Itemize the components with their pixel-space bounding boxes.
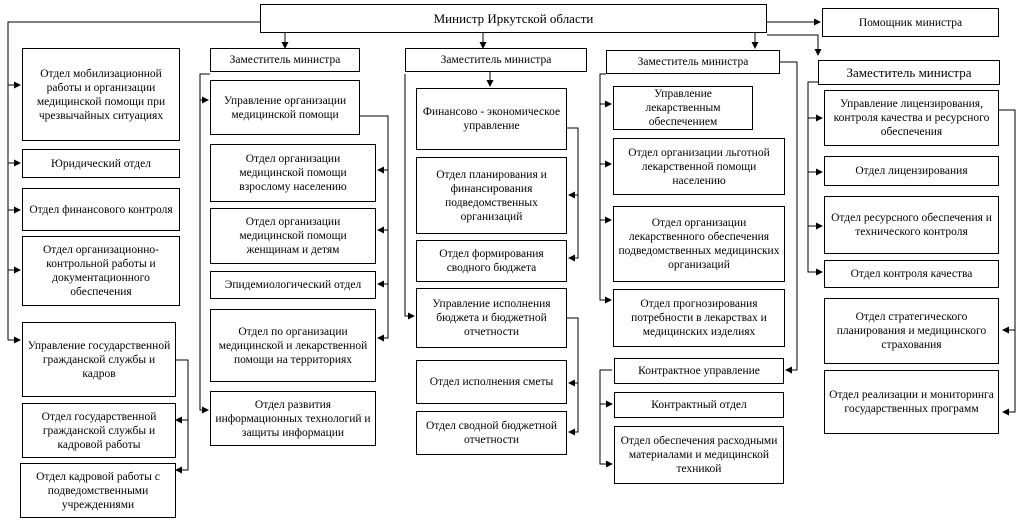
unit-box: Отдел развития информационных технологий… — [210, 391, 376, 446]
unit-box: Отдел организации лекарственного обеспеч… — [613, 206, 785, 282]
deputy-box: Заместитель министра — [818, 60, 1000, 85]
unit-label: Отдел реализации и мониторинга государст… — [829, 389, 994, 415]
unit-label: Отдел организации льготной лекарственной… — [628, 146, 770, 187]
unit-label: Отдел организации лекарственного обеспеч… — [618, 217, 780, 271]
unit-label: Отдел сводной бюджетной отчетности — [425, 420, 558, 446]
unit-box: Отдел организации медицинской помощи жен… — [210, 208, 376, 264]
unit-box: Отдел финансового контроля — [22, 188, 180, 231]
unit-box: Отдел формирования сводного бюджета — [416, 240, 567, 282]
unit-label: Контрактный отдел — [651, 399, 747, 411]
unit-box: Управление организации медицинской помощ… — [210, 80, 360, 135]
unit-box: Отдел организационно-контрольной работы … — [22, 236, 180, 306]
unit-box: Управление государственной гражданской с… — [22, 322, 176, 397]
unit-box: Отдел реализации и мониторинга государст… — [824, 370, 999, 434]
deputy-box: Заместитель министра — [606, 50, 780, 74]
unit-label: Юридический отдел — [51, 157, 151, 170]
deputy-box: Заместитель министра — [210, 48, 360, 72]
unit-label: Отдел прогнозирования потребности в лека… — [631, 298, 767, 338]
unit-box: Отдел сводной бюджетной отчетности — [416, 411, 567, 455]
unit-label: Управление государственной гражданской с… — [27, 339, 171, 380]
unit-label: Отдел организации медицинской помощи жен… — [239, 216, 347, 256]
deputy-label: Заместитель министра — [637, 56, 749, 68]
unit-label: Отдел контроля качества — [850, 268, 973, 280]
unit-box: Отдел мобилизационной работы и организац… — [22, 48, 180, 141]
unit-label: Отдел по организации медицинской и лекар… — [218, 325, 368, 366]
unit-label: Управление лекарственным обеспечением — [645, 88, 721, 128]
unit-box: Отдел планирования и финансирования подв… — [416, 157, 567, 234]
unit-label: Управление лицензирования, контроля каче… — [833, 98, 990, 138]
unit-label: Отдел кадровой работы с подведомственным… — [36, 470, 160, 511]
unit-box: Отдел по организации медицинской и лекар… — [210, 309, 376, 382]
unit-box: Отдел обеспечения расходными материалами… — [614, 426, 784, 484]
unit-label: Отдел организационно-контрольной работы … — [43, 244, 159, 298]
unit-label: Отдел обеспечения расходными материалами… — [620, 435, 778, 475]
unit-label: Контрактное управление — [638, 365, 760, 377]
unit-label: Отдел организации медицинской помощи взр… — [239, 153, 347, 193]
unit-box: Юридический отдел — [22, 149, 180, 178]
assistant-box: Помощник министра — [822, 8, 999, 37]
unit-box: Отдел прогнозирования потребности в лека… — [613, 289, 785, 347]
unit-label: Эпидемиологический отдел — [224, 279, 362, 291]
unit-box: Управление лекарственным обеспечением — [613, 86, 753, 130]
unit-label: Отдел стратегического планирования и мед… — [836, 311, 987, 351]
unit-label: Отдел мобилизационной работы и организац… — [36, 67, 166, 122]
unit-label: Финансово - экономическое управление — [422, 106, 561, 132]
unit-box: Финансово - экономическое управление — [416, 88, 567, 150]
unit-box: Контрактный отдел — [614, 392, 784, 418]
unit-box: Отдел исполнения сметы — [416, 360, 567, 404]
unit-label: Отдел государственной гражданской службы… — [41, 410, 157, 451]
unit-box: Управление исполнения бюджета и бюджетно… — [416, 288, 567, 348]
unit-box: Эпидемиологический отдел — [210, 271, 376, 299]
unit-box: Управление лицензирования, контроля каче… — [824, 90, 999, 146]
unit-box: Отдел стратегического планирования и мед… — [824, 298, 999, 364]
unit-box: Отдел организации льготной лекарственной… — [613, 138, 785, 195]
unit-box: Отдел контроля качества — [824, 260, 999, 288]
unit-label: Отдел планирования и финансирования подв… — [436, 168, 547, 223]
unit-box: Контрактное управление — [614, 358, 784, 384]
unit-box: Отдел ресурсного обеспечения и техническ… — [824, 196, 999, 254]
unit-label: Отдел развития информационных технологий… — [215, 398, 371, 439]
unit-label: Отдел ресурсного обеспечения и техническ… — [831, 212, 992, 238]
unit-label: Отдел лицензирования — [855, 165, 968, 177]
deputy-label: Заместитель министра — [440, 54, 552, 66]
unit-label: Управление организации медицинской помощ… — [223, 94, 347, 121]
deputy-box: Заместитель министра — [405, 48, 587, 72]
unit-label: Отдел финансового контроля — [29, 203, 173, 216]
assistant-label: Помощник министра — [858, 16, 963, 29]
unit-box: Отдел организации медицинской помощи взр… — [210, 144, 376, 202]
unit-box: Отдел кадровой работы с подведомственным… — [20, 463, 176, 518]
minister-label: Министр Иркутской области — [433, 10, 594, 26]
deputy-label: Заместитель министра — [229, 54, 341, 66]
unit-label: Управление исполнения бюджета и бюджетно… — [432, 298, 551, 338]
unit-box: Отдел государственной гражданской службы… — [22, 403, 176, 458]
deputy-label: Заместитель министра — [846, 64, 972, 80]
unit-label: Отдел исполнения сметы — [429, 376, 554, 388]
unit-label: Отдел формирования сводного бюджета — [439, 248, 544, 274]
minister-box: Министр Иркутской области — [260, 4, 767, 33]
unit-box: Отдел лицензирования — [824, 156, 999, 186]
